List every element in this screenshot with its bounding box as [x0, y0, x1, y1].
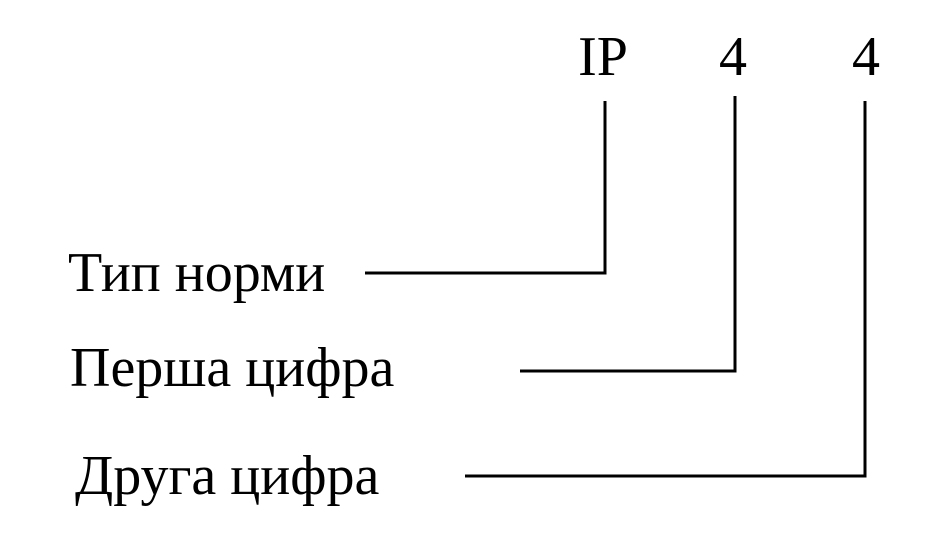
label-first-digit: Перша цифра [70, 337, 394, 399]
code-prefix: IP [578, 26, 628, 88]
label-norm-type: Тип норми [68, 242, 325, 304]
leader-line-first-digit [520, 96, 737, 373]
code-second-digit: 4 [852, 26, 880, 88]
label-second-digit: Друга цифра [75, 445, 380, 507]
code-first-digit: 4 [719, 26, 747, 88]
leader-line-second-digit [465, 101, 867, 478]
leader-line-norm-type [365, 101, 607, 275]
